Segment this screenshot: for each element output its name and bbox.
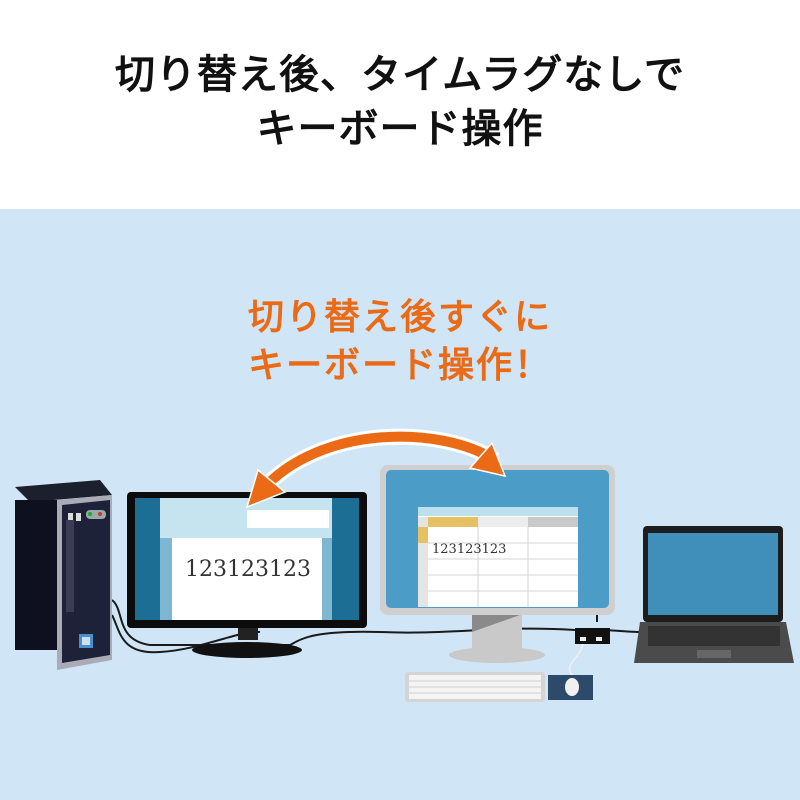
- desktop-pc: [15, 480, 112, 670]
- callout-line2: キーボード操作！: [247, 345, 552, 386]
- mouse-and-pad: [548, 675, 593, 700]
- illustration-graphics: [15, 428, 794, 702]
- kvm-switch: [568, 628, 610, 679]
- switch-arrow: [245, 428, 507, 509]
- callout-text: 切り替え後すぐに キーボード操作！: [0, 294, 800, 390]
- spreadsheet-cell-text: 123123123: [432, 542, 507, 557]
- headline-line1: 切り替え後、タイムラグなしで: [115, 52, 685, 98]
- header-area: 切り替え後、タイムラグなしで キーボード操作: [0, 0, 800, 209]
- illustration-scene: 切り替え後すぐに キーボード操作！: [0, 209, 800, 800]
- laptop: [634, 526, 794, 663]
- left-screen-text: 123123123: [185, 557, 311, 582]
- left-monitor: [127, 492, 367, 658]
- headline: 切り替え後、タイムラグなしで キーボード操作: [0, 48, 800, 156]
- keyboard: [405, 672, 545, 702]
- callout-line1: 切り替え後すぐに: [247, 297, 552, 338]
- headline-line2: キーボード操作: [256, 106, 544, 152]
- right-monitor: [380, 465, 615, 663]
